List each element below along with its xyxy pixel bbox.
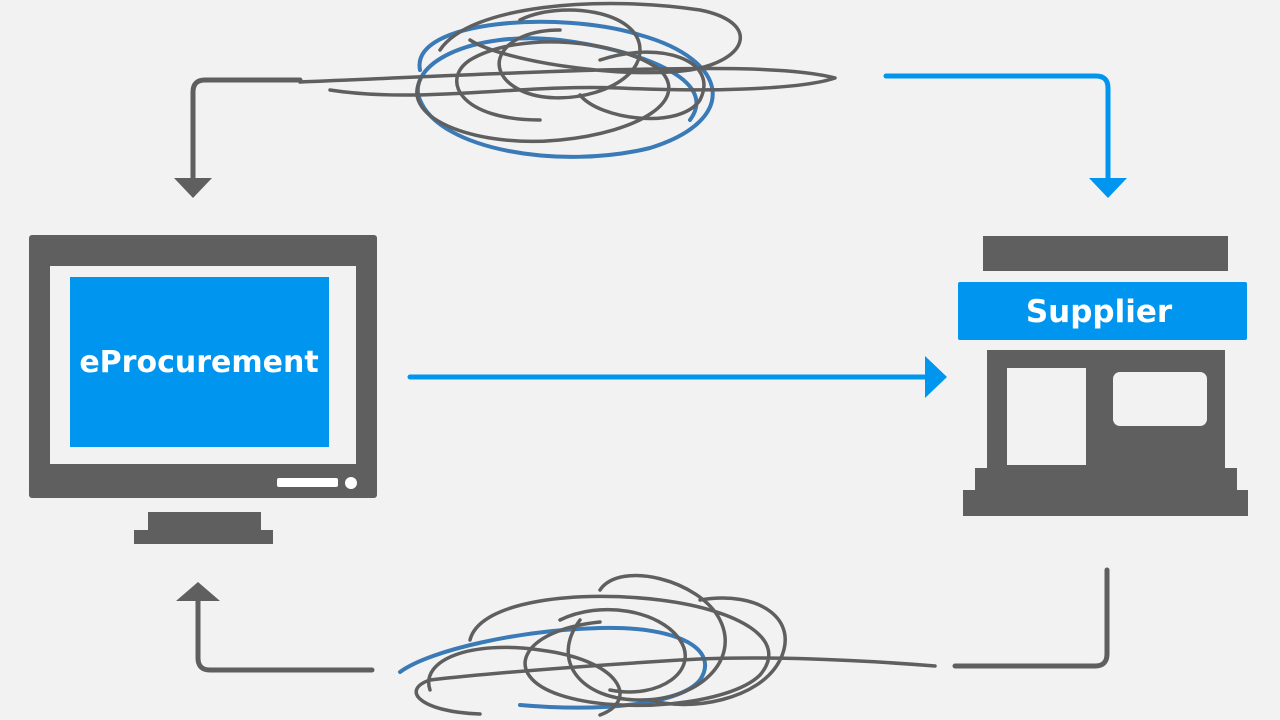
supplier-sign	[958, 282, 1247, 340]
top-tangle	[298, 1, 837, 159]
arrow-top-left-head	[174, 178, 212, 198]
monitor-base	[134, 530, 273, 544]
monitor-icon: eProcurement	[29, 235, 377, 544]
arrow-bottom-left-line	[195, 597, 375, 673]
arrow-bottom-right-line	[952, 567, 1110, 669]
arrow-tangle-to-eprocurement-bottom	[176, 582, 375, 673]
monitor-power-button	[345, 477, 357, 489]
monitor-neck	[148, 512, 261, 532]
storefront-step-lower	[963, 490, 1248, 516]
arrow-middle-head	[925, 356, 947, 398]
storefront-door	[1007, 368, 1086, 465]
bottom-tangle	[398, 573, 937, 717]
storefront-roof	[983, 236, 1228, 271]
eprocurement-label: eProcurement	[79, 345, 318, 380]
storefront-step-upper	[975, 468, 1237, 492]
arrow-direct-to-supplier	[407, 356, 947, 398]
arrow-tangle-to-eprocurement-top	[174, 77, 303, 198]
monitor-status-bar	[277, 478, 338, 487]
arrow-bottom-left-head	[176, 582, 220, 601]
bottom-tangle-gray-loops	[414, 573, 937, 717]
arrow-top-right-head	[1089, 178, 1127, 198]
arrow-top-left-line	[190, 77, 303, 185]
top-tangle-gray-loops	[298, 1, 837, 144]
arrow-to-supplier-top	[883, 73, 1127, 198]
storefront-window	[1113, 372, 1207, 426]
arrow-top-right-line	[883, 73, 1111, 185]
eprocurement-screen	[70, 277, 329, 447]
storefront-icon: Supplier	[958, 236, 1248, 516]
supplier-label: Supplier	[1026, 294, 1173, 330]
arrow-supplier-to-tangle	[952, 567, 1110, 669]
